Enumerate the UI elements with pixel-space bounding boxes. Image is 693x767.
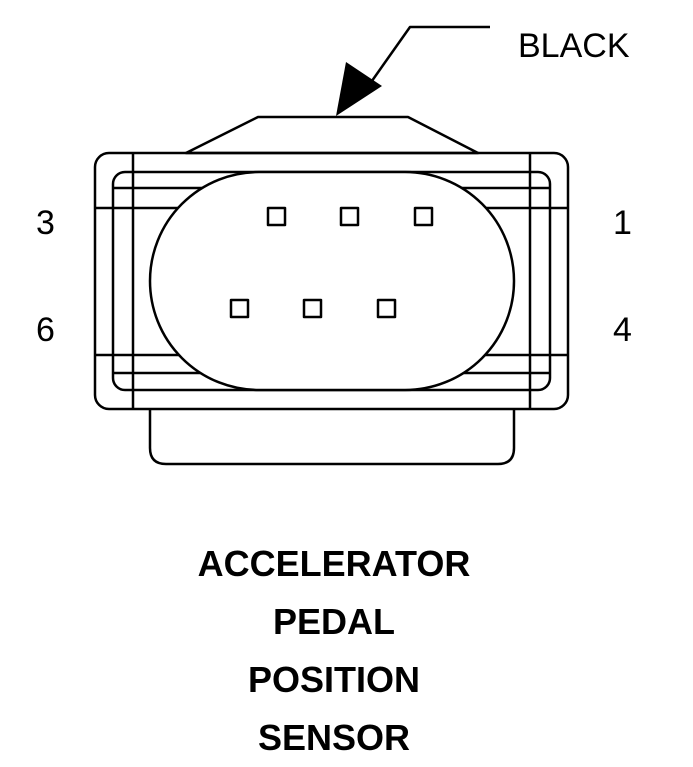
- connector-outline: [93, 25, 570, 466]
- color-label: BLACK: [518, 27, 630, 65]
- pin-label-top-left: 3: [36, 204, 55, 242]
- terminal-1: [413, 206, 434, 227]
- pin-cavity: [148, 170, 516, 392]
- title-line-2: PEDAL: [273, 601, 395, 642]
- pin-label-bottom-left: 6: [36, 311, 55, 349]
- pin-label-top-right: 1: [613, 204, 632, 242]
- terminal-3: [266, 206, 287, 227]
- pin-label-bottom-right: 4: [613, 311, 632, 349]
- title-line-1: ACCELERATOR: [198, 543, 471, 584]
- title-line-3: POSITION: [248, 659, 420, 700]
- keyway: [184, 115, 480, 155]
- terminal-4: [376, 298, 397, 319]
- terminal-6: [229, 298, 250, 319]
- bottom-lip: [148, 409, 516, 466]
- arrow-head: [336, 62, 382, 116]
- outer-housing: [93, 151, 570, 411]
- terminal-5: [302, 298, 323, 319]
- leader-line: [360, 25, 490, 96]
- title-line-4: SENSOR: [258, 717, 410, 758]
- terminal-2: [339, 206, 360, 227]
